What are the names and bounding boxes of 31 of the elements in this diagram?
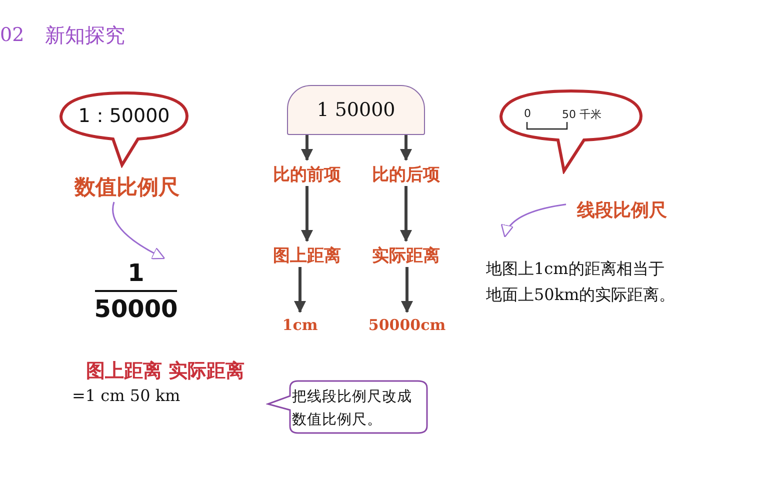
arrow bbox=[502, 204, 566, 238]
callout-box bbox=[266, 380, 428, 434]
arrow bbox=[301, 135, 313, 161]
arrow bbox=[400, 135, 412, 161]
formula-label: 图上距离 实际距离 bbox=[86, 359, 245, 384]
denominator: 50000 bbox=[94, 294, 178, 324]
term-label: 1cm bbox=[280, 314, 320, 336]
scale-tick-label: 0 bbox=[524, 107, 531, 120]
speech-bubble bbox=[498, 88, 644, 174]
section-number: 02 bbox=[0, 24, 24, 46]
term-label: 数值比例尺 bbox=[62, 172, 192, 202]
term-label: 线段比例尺 bbox=[566, 196, 678, 224]
arrow bbox=[112, 202, 166, 260]
ratio-box: 1 50000 bbox=[287, 85, 425, 135]
explanation-text: 地图上1cm的距离相当于地面上50km的实际距离。 bbox=[486, 256, 676, 336]
term-label: 实际距离 bbox=[364, 243, 448, 267]
term-label: 比的后项 bbox=[364, 162, 448, 186]
speech-bubble bbox=[58, 90, 190, 168]
callout-text: 把线段比例尺改成数值比例尺。 bbox=[292, 388, 413, 430]
scale-tick-label: 50 千米 bbox=[562, 107, 602, 122]
formula-text: =1 cm 50 km bbox=[72, 386, 180, 405]
numerator: 1 bbox=[128, 258, 144, 288]
arrow bbox=[401, 267, 413, 313]
term-label: 比的前项 bbox=[265, 162, 349, 186]
term-label: 图上距离 bbox=[265, 243, 349, 267]
ratio-text: 1：50000 bbox=[77, 104, 171, 129]
arrow bbox=[294, 267, 306, 313]
arrow bbox=[400, 186, 412, 242]
term-label: 50000cm bbox=[356, 314, 458, 336]
section-title: 新知探究 bbox=[45, 22, 125, 49]
arrow bbox=[301, 186, 313, 242]
